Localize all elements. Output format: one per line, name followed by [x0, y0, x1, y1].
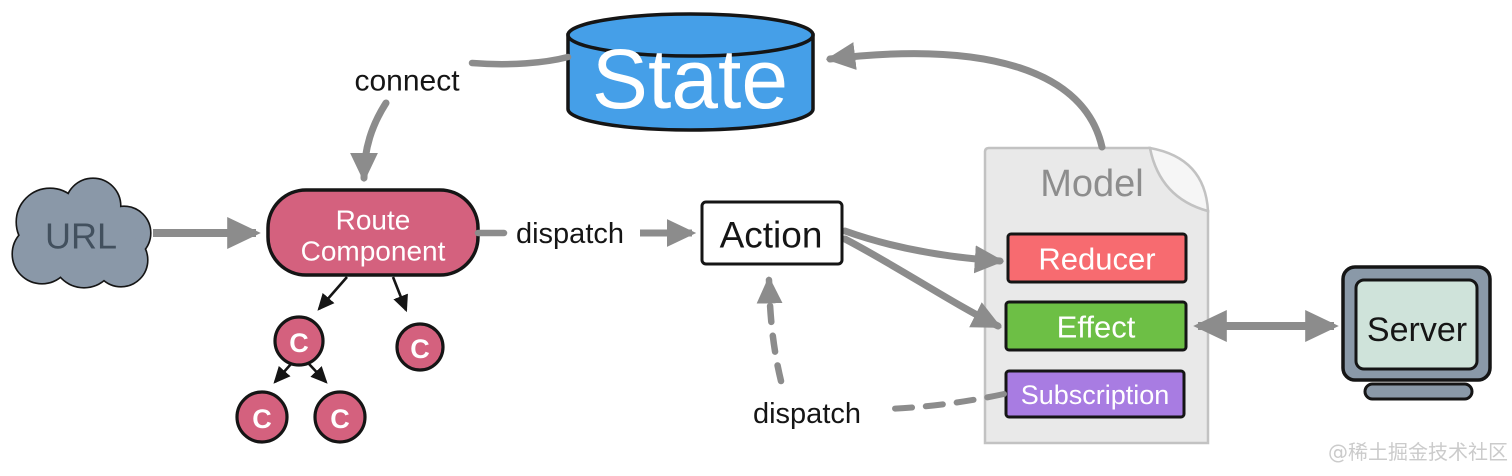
subscription-dispatch-dashed-arrow — [756, 276, 785, 385]
url-label: URL — [45, 216, 117, 257]
model-document-folded-corner-icon — [1148, 146, 1210, 213]
connect-line — [468, 53, 572, 68]
effect-box — [1004, 300, 1188, 352]
subscription-dispatch-dashed-line — [881, 391, 1007, 412]
reducer-box — [1006, 232, 1188, 284]
route-component-label-line1: Route — [336, 205, 411, 236]
cloud-lobe-fill — [95, 234, 147, 286]
subscription-label: Subscription — [1021, 380, 1170, 410]
model-document: Model — [983, 146, 1210, 445]
server-node: Server — [1341, 265, 1492, 401]
tree-edge — [391, 276, 408, 313]
component-node-label: C — [330, 404, 350, 434]
server-monitor-screen-icon — [1354, 278, 1479, 371]
effect-label: Effect — [1057, 310, 1136, 345]
component-node — [235, 390, 289, 444]
watermark: @稀土掘金技术社区 — [1328, 440, 1508, 464]
component-tree: C C C C — [235, 276, 445, 444]
connect-label: connect — [354, 65, 460, 98]
tree-edge — [308, 363, 328, 384]
action-node: Action — [700, 200, 844, 266]
state-cylinder-body — [566, 33, 815, 132]
connect-flow: connect — [350, 53, 572, 183]
action-to-reducer-arrow — [841, 227, 1005, 274]
action-label: Action — [720, 215, 823, 256]
state-cylinder-top — [566, 12, 815, 58]
component-node — [313, 390, 367, 444]
component-node — [395, 322, 445, 372]
dispatch-label: dispatch — [753, 398, 861, 430]
component-node-label: C — [252, 404, 272, 434]
state-label: State — [592, 32, 788, 126]
action-box — [700, 200, 844, 266]
connect-arrow — [350, 99, 390, 183]
model-to-state-arrow — [825, 42, 1106, 151]
route-component: Route Component — [266, 188, 480, 277]
tree-edge — [317, 276, 348, 311]
route-component-label-line2: Component — [301, 236, 446, 267]
subscription-dispatch-flow: dispatch — [753, 276, 1007, 430]
reducer-label: Reducer — [1038, 242, 1155, 277]
state-store: State — [566, 12, 815, 132]
reducer-node: Reducer — [1006, 232, 1188, 284]
component-node-label: C — [410, 334, 430, 364]
server-monitor-stand-icon — [1363, 382, 1474, 401]
url-cloud: URL — [11, 177, 152, 289]
component-node-label: C — [289, 328, 309, 358]
dispatch-flow: dispatch — [474, 218, 697, 250]
component-node — [273, 315, 325, 367]
subscription-node: Subscription — [1004, 369, 1186, 419]
server-label: Server — [1367, 311, 1467, 349]
tree-edge — [273, 363, 292, 384]
effect-node: Effect — [1004, 300, 1188, 352]
action-to-effect-arrow — [841, 235, 1002, 330]
cloud-icon — [11, 177, 152, 289]
model-title: Model — [1040, 163, 1144, 205]
dispatch-label: dispatch — [516, 218, 624, 250]
